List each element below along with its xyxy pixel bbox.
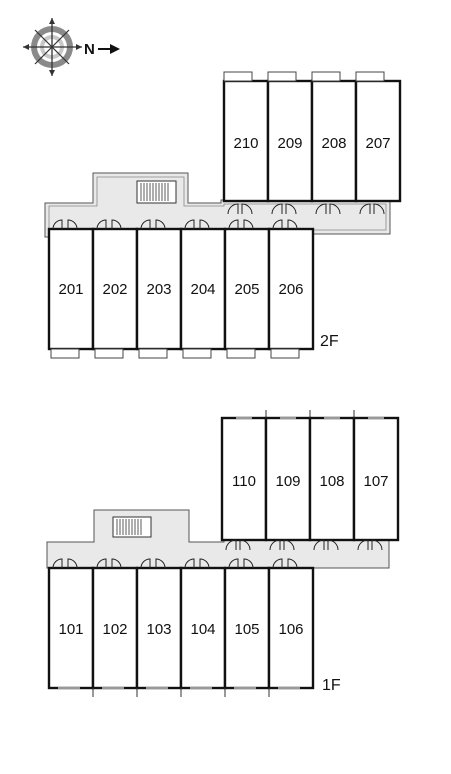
svg-text:203: 203 [146,281,171,298]
door-icons-north [227,203,385,215]
svg-text:108: 108 [319,473,344,490]
svg-text:101: 101 [58,621,83,638]
unit-205[interactable]: 205 [223,227,271,351]
unit-210[interactable]: 210 [222,79,270,203]
unit-107[interactable]: 107 [352,416,400,542]
svg-text:106: 106 [278,621,303,638]
unit-104[interactable]: 104 [179,566,227,690]
unit-106[interactable]: 106 [267,566,315,690]
unit-203[interactable]: 203 [135,227,183,351]
svg-text:105: 105 [234,621,259,638]
unit-208[interactable]: 208 [310,79,358,203]
svg-text:206: 206 [278,281,303,298]
svg-text:201: 201 [58,281,83,298]
svg-text:103: 103 [146,621,171,638]
svg-text:204: 204 [190,281,215,298]
unit-206[interactable]: 206 [267,227,315,351]
unit-103[interactable]: 103 [135,566,183,690]
floor-1f: 110 109 108 107 [46,410,400,697]
unit-201[interactable]: 201 [47,227,95,351]
stairs-icon [136,180,177,204]
balconies-south [50,348,300,359]
svg-text:205: 205 [234,281,259,298]
unit-101[interactable]: 101 [47,566,95,690]
unit-204[interactable]: 204 [179,227,227,351]
svg-text:109: 109 [275,473,300,490]
unit-109[interactable]: 109 [264,416,312,542]
svg-text:110: 110 [232,473,256,490]
floor-label-2f: 2F [320,333,339,350]
svg-text:207: 207 [365,135,390,152]
svg-text:104: 104 [190,621,215,638]
unit-108[interactable]: 108 [308,416,356,542]
window-marks-north [236,410,384,419]
floor-2f: 210 209 208 207 [44,71,402,359]
unit-209[interactable]: 209 [266,79,314,203]
unit-202[interactable]: 202 [91,227,139,351]
door-icons-north [225,539,383,551]
svg-text:107: 107 [363,473,388,490]
north-label: N [84,41,95,58]
door-icons-south [52,219,298,230]
unit-102[interactable]: 102 [91,566,139,690]
balconies-north [223,71,385,82]
svg-text:210: 210 [233,135,258,152]
unit-105[interactable]: 105 [223,566,271,690]
svg-text:102: 102 [102,621,127,638]
unit-110[interactable]: 110 [220,416,268,542]
unit-207[interactable]: 207 [354,79,402,203]
svg-text:202: 202 [102,281,127,298]
floor-label-1f: 1F [322,677,341,694]
svg-text:209: 209 [277,135,302,152]
door-icons-south [52,558,298,569]
stairs-icon [112,516,152,538]
north-arrow-icon [98,44,120,54]
window-marks-south [58,687,300,697]
compass-rose-icon [23,18,82,76]
svg-text:208: 208 [321,135,346,152]
